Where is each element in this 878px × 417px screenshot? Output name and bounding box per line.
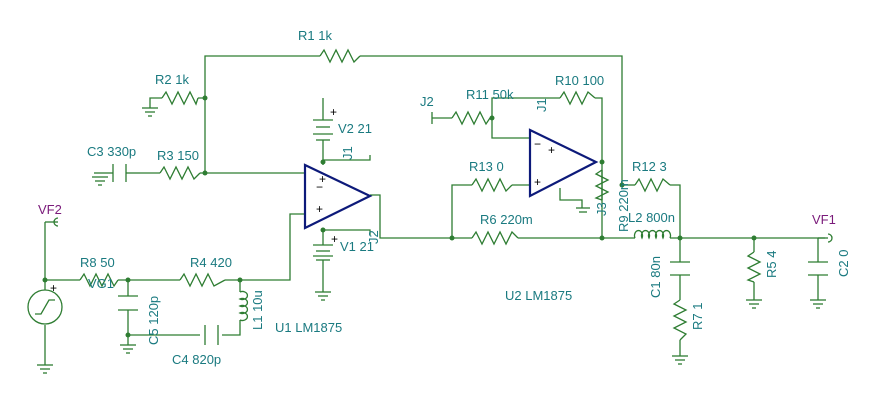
svg-text:R5 4: R5 4 <box>764 251 779 278</box>
resistor-r12: R12 3 <box>632 159 671 193</box>
inductor-l1: L1 10u <box>238 290 265 330</box>
svg-text:R9 220m: R9 220m <box>616 179 631 232</box>
jumper-j3-u2: J3 <box>594 202 609 216</box>
junction-dots <box>42 95 757 338</box>
svg-text:R10 100: R10 100 <box>555 73 604 88</box>
voltage-probe-vf1: VF1 <box>812 212 836 243</box>
resistor-r11: R11 50k <box>451 87 514 126</box>
resistor-r5: R5 4 <box>746 251 779 283</box>
svg-text:L1 10u: L1 10u <box>250 290 265 330</box>
signal-source-vg1: + VG1 <box>27 276 114 325</box>
svg-text:R3 150: R3 150 <box>157 148 199 163</box>
capacitor-c3: C3 330p <box>87 144 140 182</box>
resistor-r3: R3 150 <box>157 148 201 181</box>
svg-text:+: + <box>331 232 338 246</box>
svg-text:R4 420: R4 420 <box>190 255 232 270</box>
opamp-u2: − + + U2 LM1875 <box>505 128 599 303</box>
capacitor-c5: C5 120p <box>118 295 161 345</box>
svg-text:VF2: VF2 <box>38 202 62 217</box>
svg-text:R6 220m: R6 220m <box>480 212 533 227</box>
resistor-r4: R4 420 <box>179 255 232 288</box>
svg-text:+: + <box>316 202 323 216</box>
resistor-r1: R1 1k <box>298 28 361 64</box>
resistor-r2: R2 1k <box>155 72 199 106</box>
resistor-r7: R7 1 <box>672 299 705 341</box>
jumper-j1-u1: J1 <box>340 146 355 160</box>
svg-text:V2 21: V2 21 <box>338 121 372 136</box>
svg-text:R7 1: R7 1 <box>690 303 705 330</box>
svg-text:+: + <box>330 105 337 119</box>
svg-text:J2: J2 <box>366 230 381 244</box>
battery-v2: + V2 21 <box>313 105 372 141</box>
svg-text:R12 3: R12 3 <box>632 159 667 174</box>
terminal-j2: J2 <box>420 94 434 124</box>
svg-text:C3 330p: C3 330p <box>87 144 136 159</box>
svg-text:R2 1k: R2 1k <box>155 72 189 87</box>
svg-text:J1: J1 <box>340 146 355 160</box>
svg-text:V1 21: V1 21 <box>340 239 374 254</box>
capacitor-c2: C2 0 <box>808 250 851 277</box>
svg-text:J1: J1 <box>534 98 549 112</box>
battery-v1: + V1 21 <box>313 232 374 261</box>
svg-text:−: − <box>316 180 323 194</box>
ground-symbols <box>37 107 826 374</box>
resistor-r8: R8 50 <box>79 255 119 288</box>
svg-text:R1 1k: R1 1k <box>298 28 332 43</box>
svg-text:C2 0: C2 0 <box>836 250 851 277</box>
svg-text:+: + <box>534 175 541 189</box>
resistor-r9: R9 220m <box>594 169 631 232</box>
capacitor-c1: C1 80n <box>648 256 690 298</box>
svg-text:+: + <box>50 281 57 295</box>
voltage-probe-vf2: VF2 <box>38 202 62 227</box>
svg-text:R8 50: R8 50 <box>80 255 115 270</box>
capacitor-c4: C4 820p <box>172 325 221 367</box>
svg-text:C4 820p: C4 820p <box>172 352 221 367</box>
svg-text:R11 50k: R11 50k <box>466 87 514 102</box>
svg-text:+: + <box>319 172 326 186</box>
inductor-l2: L2 800n <box>628 210 675 240</box>
svg-text:U1 LM1875: U1 LM1875 <box>275 320 342 335</box>
svg-text:C1 80n: C1 80n <box>648 256 663 298</box>
resistor-r13: R13 0 <box>469 159 513 193</box>
svg-text:U2 LM1875: U2 LM1875 <box>505 288 572 303</box>
resistor-r6: R6 220m <box>471 212 533 246</box>
svg-text:−: − <box>534 137 541 151</box>
svg-text:VF1: VF1 <box>812 212 836 227</box>
svg-text:R13 0: R13 0 <box>469 159 504 174</box>
svg-text:J3: J3 <box>594 202 609 216</box>
opamp-u1: − + + U1 LM1875 <box>275 163 373 335</box>
svg-text:+: + <box>548 143 555 157</box>
svg-text:L2 800n: L2 800n <box>628 210 675 225</box>
svg-text:VG1: VG1 <box>88 276 114 291</box>
svg-text:J2: J2 <box>420 94 434 109</box>
resistor-r10: R10 100 <box>555 73 604 106</box>
jumper-j1-u2: J1 <box>534 98 549 112</box>
jumper-j2-u1: J2 <box>366 230 381 244</box>
svg-text:C5 120p: C5 120p <box>146 296 161 345</box>
wires <box>44 55 828 365</box>
